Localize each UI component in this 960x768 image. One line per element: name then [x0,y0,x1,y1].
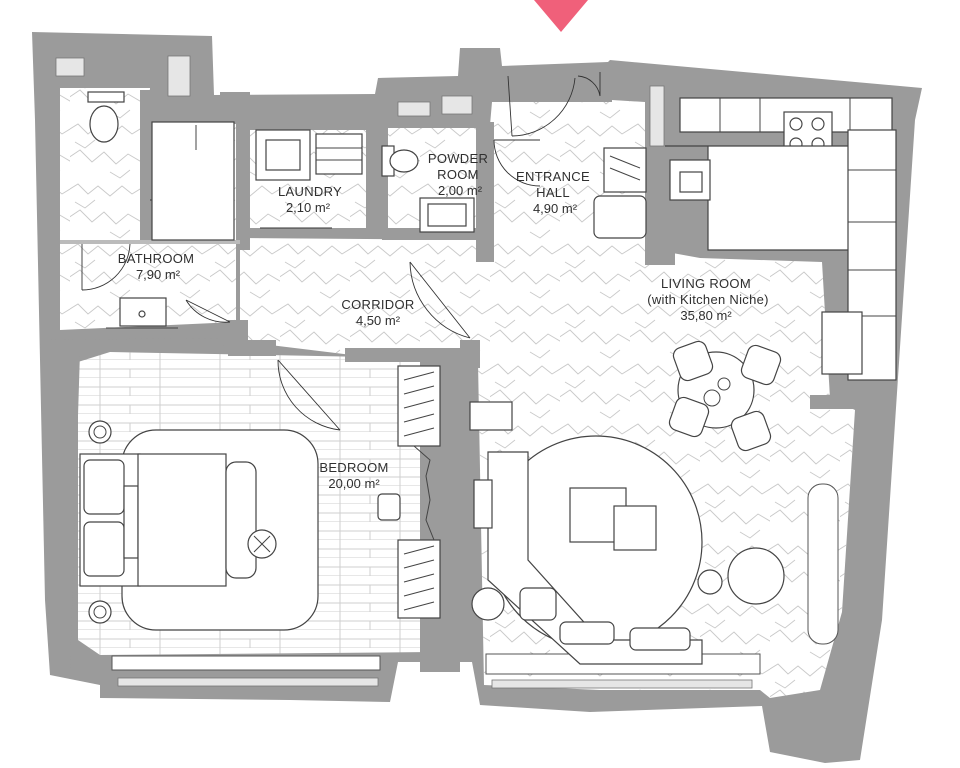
bathroom-name: BATHROOM [118,251,195,266]
living-name: LIVING ROOM [661,276,751,291]
entrance-name-line1: ENTRANCE [516,169,590,184]
powder-name-line1: POWDER [428,151,488,166]
bedroom-furniture [79,420,401,631]
bedroom-area: 20,00 m² [328,476,380,491]
powder-name-line2: ROOM [437,167,479,182]
bathroom-area: 7,90 m² [136,267,181,282]
laundry-area: 2,10 m² [286,200,331,215]
bathroom-fixtures [87,91,235,329]
laundry-name: LAUNDRY [278,184,342,199]
living-area: 35,80 m² [680,308,732,323]
kitchen [665,97,897,381]
corridor-name: CORRIDOR [341,297,414,312]
powder-area: 2,00 m² [438,183,483,198]
living-furniture [469,401,785,665]
entrance-name-line2: HALL [536,185,570,200]
entrance-arrow-icon [534,0,588,32]
entrance-area: 4,90 m² [533,201,578,216]
corridor-area: 4,50 m² [356,313,401,328]
living-subtitle: (with Kitchen Niche) [647,292,769,307]
doors [81,72,601,431]
bedroom-name: BEDROOM [319,460,388,475]
wardrobes [397,365,441,619]
laundry-fixtures [255,129,363,181]
dining-table [668,340,782,452]
room-labels: BATHROOM 7,90 m² LAUNDRY 2,10 m² POWDER … [118,151,769,491]
entrance-fixtures [593,147,647,239]
powder-fixtures [381,145,475,233]
